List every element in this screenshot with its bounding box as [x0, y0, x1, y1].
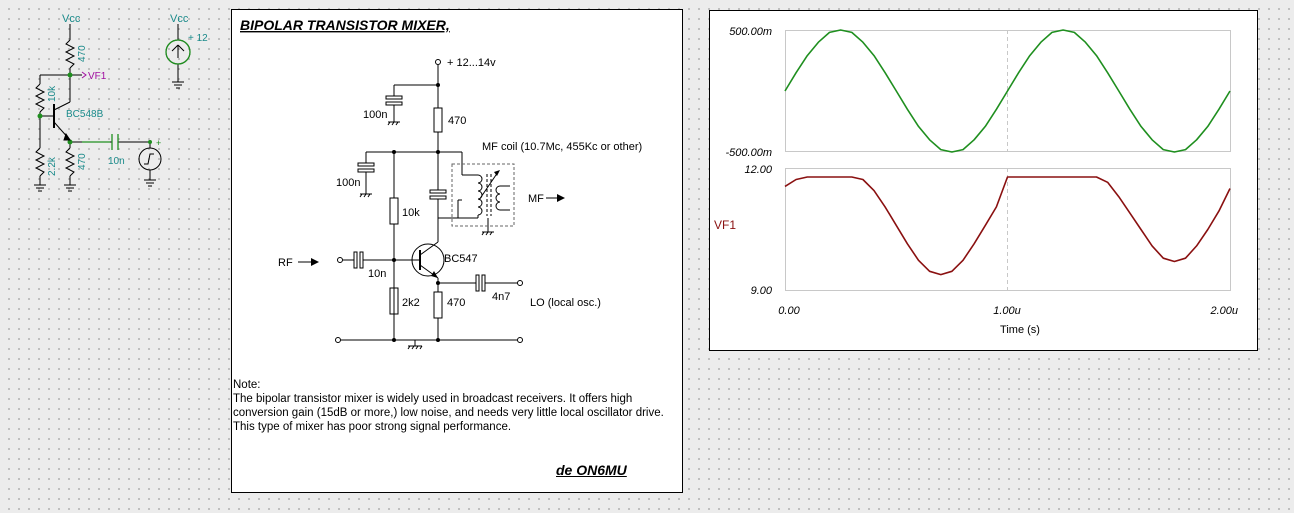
bottom-series-line [784, 176, 1231, 276]
top-series-line [784, 29, 1231, 153]
bottom-ytick-max: 12.00 [744, 164, 772, 176]
top-ytick-min: -500.00m [726, 147, 772, 159]
note: Note: The bipolar transistor mixer is wi… [233, 378, 681, 434]
note-heading: Note: [233, 379, 261, 391]
xtick-0: 0.00 [778, 305, 800, 317]
top-plot [784, 29, 1231, 153]
bottom-ytick-min: 9.00 [751, 285, 773, 297]
bottom-ylabel: VF1 [714, 218, 736, 232]
signature: de ON6MU [556, 462, 627, 478]
bottom-plot [784, 176, 1231, 276]
top-ytick-max: 500.00m [729, 26, 772, 38]
xtick-2: 2.00u [1209, 305, 1238, 317]
note-body: The bipolar transistor mixer is widely u… [233, 393, 664, 433]
xtick-1: 1.00u [993, 305, 1021, 317]
x-axis-label: Time (s) [1000, 324, 1040, 336]
